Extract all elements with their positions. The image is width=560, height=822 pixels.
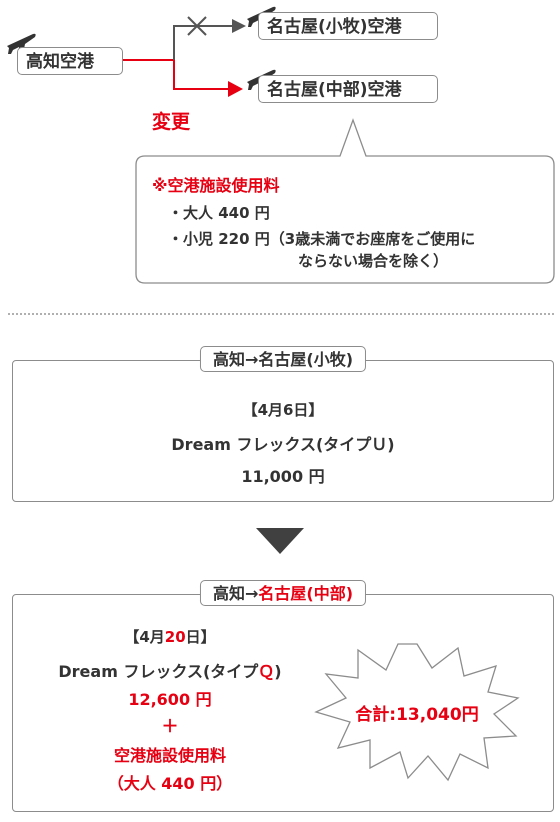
origin-airport-label: 高知空港 — [17, 47, 123, 75]
fee-note-adult: ・大人 440 円 — [168, 204, 270, 222]
route-lines — [122, 16, 246, 97]
before-date: 【4月6日】 — [242, 401, 324, 419]
fee-note-title: ※空港施設使用料 — [152, 176, 280, 195]
after-fee-amount: （大人 440 円） — [107, 774, 233, 793]
after-price: 12,600 円 — [128, 690, 212, 709]
after-route-dest: 名古屋(中部) — [258, 584, 354, 603]
total-burst — [314, 643, 520, 782]
change-label: 変更 — [152, 111, 191, 133]
after-fee-label: 空港施設使用料 — [113, 746, 226, 765]
total-amount: 合計:13,040円 — [355, 705, 479, 725]
fee-note-child: ・小児 220 円（3歳未満でお座席をご使用に — [168, 230, 476, 248]
plus-sign: ＋ — [161, 717, 179, 737]
fee-note-bubble — [135, 118, 555, 284]
arrow-down-icon — [256, 528, 304, 554]
after-fare-type: Dream フレックス(タイプＱ) — [58, 662, 282, 681]
section-divider — [8, 313, 554, 315]
before-route-label: 高知→名古屋(小牧) — [199, 346, 367, 372]
airplane-icon — [7, 33, 36, 54]
after-route-label: 高知→名古屋(中部) — [199, 580, 367, 606]
before-fare-type: Dream フレックス(タイプＵ) — [171, 435, 395, 454]
before-change-panel: 【4月6日】 Dream フレックス(タイプＵ) 11,000 円 — [12, 360, 554, 502]
old-destination-label: 名古屋(小牧)空港 — [258, 12, 438, 40]
new-destination-label: 名古屋(中部)空港 — [258, 75, 438, 103]
after-date: 【4月20日】 — [124, 628, 216, 646]
before-price: 11,000 円 — [241, 467, 325, 486]
after-route-prefix: 高知→ — [212, 584, 259, 603]
fee-note-child-cont: ならない場合を除く） — [298, 252, 449, 270]
